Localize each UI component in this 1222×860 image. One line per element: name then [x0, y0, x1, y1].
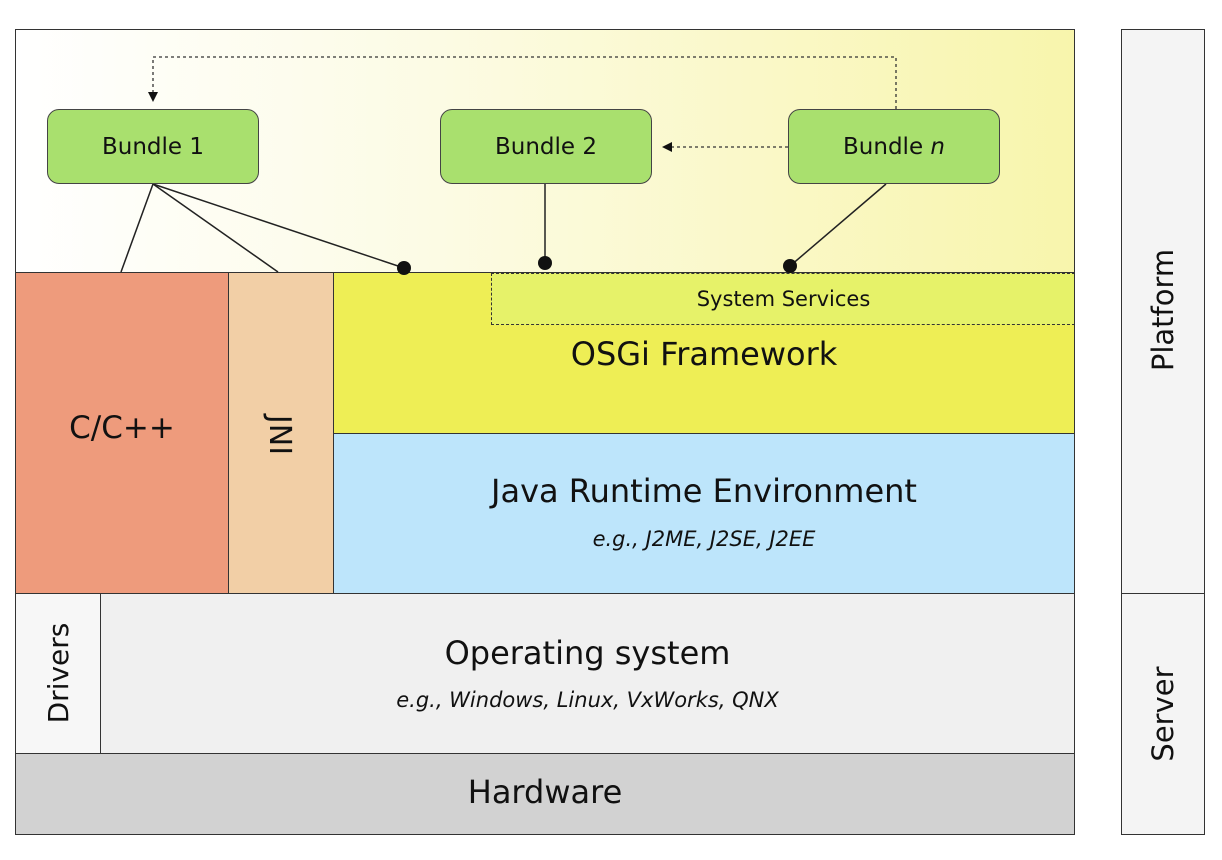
- server-column: [1121, 593, 1205, 835]
- bundle-n-label-italic: n: [930, 133, 945, 160]
- operating-system-subtitle: e.g., Windows, Linux, VxWorks, QNX: [396, 688, 779, 712]
- osgi-framework-label: OSGi Framework: [570, 335, 838, 373]
- bundle-1-box: Bundle 1: [47, 109, 259, 184]
- drivers-label: Drivers: [41, 622, 75, 724]
- system-services-layer: System Services: [491, 273, 1075, 325]
- bundle-1-label: Bundle 1: [101, 133, 205, 160]
- hardware-label: Hardware: [467, 773, 623, 811]
- bundle-n-box: Bundle n: [788, 109, 1000, 184]
- operating-system-layer: [100, 593, 1075, 754]
- server-label: Server: [1146, 666, 1180, 762]
- platform-column: [1121, 29, 1205, 594]
- jre-subtitle: e.g., J2ME, J2SE, J2EE: [592, 527, 816, 551]
- jni-label: JNI: [262, 414, 298, 456]
- bundle-n-label-main: Bundle: [843, 133, 931, 160]
- cpp-layer: [15, 272, 229, 594]
- jre-title: Java Runtime Environment: [491, 472, 917, 510]
- bundle-n-label: Bundle n: [843, 134, 945, 160]
- cpp-label: C/C++: [69, 410, 175, 446]
- system-services-label: System Services: [696, 287, 871, 311]
- operating-system-title: Operating system: [444, 634, 731, 672]
- bundle-2-label: Bundle 2: [494, 133, 598, 160]
- jre-layer: [333, 433, 1075, 594]
- bundle-2-box: Bundle 2: [440, 109, 652, 184]
- platform-label: Platform: [1146, 248, 1180, 372]
